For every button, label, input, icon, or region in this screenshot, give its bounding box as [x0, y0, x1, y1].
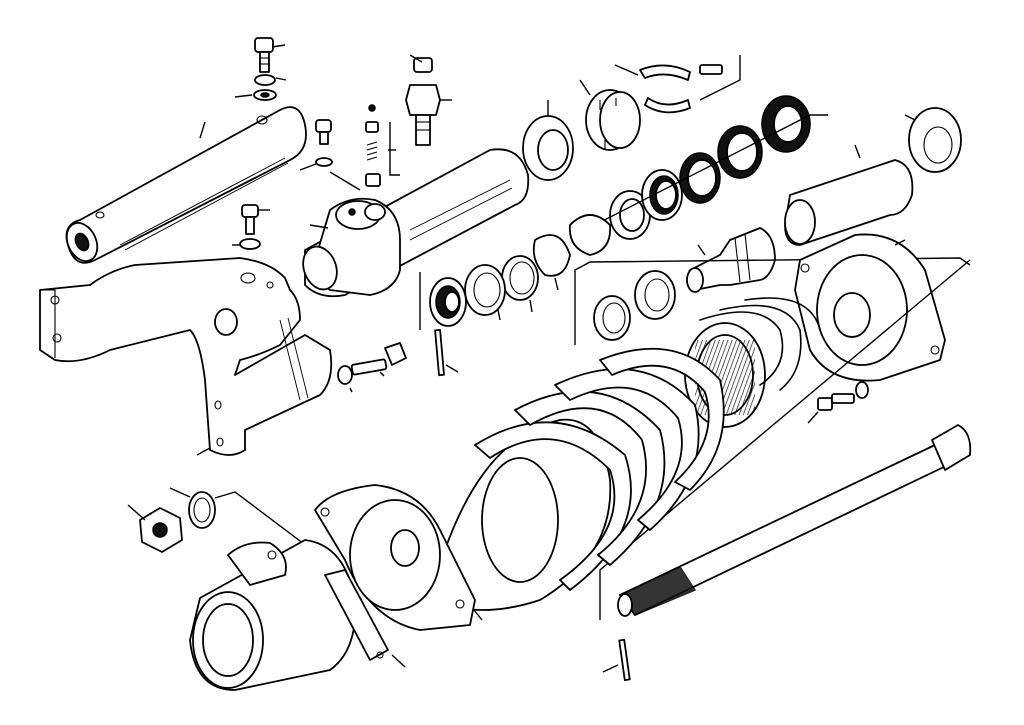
clamp-halves	[614, 55, 741, 114]
piston-tube	[784, 144, 914, 246]
snap-rings	[464, 214, 612, 316]
bolt-arm	[232, 204, 270, 250]
pivot-shaft	[65, 106, 307, 264]
bearing-cup	[522, 100, 574, 181]
pin-bolt-middle	[337, 329, 459, 393]
main-spring	[429, 347, 725, 611]
bolt-middle-right	[807, 381, 869, 424]
mounting-bracket	[39, 257, 333, 456]
long-bolt	[599, 259, 972, 620]
nut-lower	[127, 487, 216, 553]
lower-housing	[189, 539, 406, 691]
bolt-top	[234, 37, 287, 101]
grease-fitting	[405, 54, 452, 146]
bush-pair	[574, 257, 971, 345]
cylinder-housing	[302, 148, 530, 298]
flange-plate-right	[794, 233, 946, 382]
flange-plate-left	[214, 484, 483, 631]
needle-bearing	[429, 277, 467, 327]
stepped-shaft	[686, 227, 776, 293]
split-pin	[602, 638, 631, 681]
slotted-ring	[579, 79, 641, 151]
inner-spring	[684, 297, 821, 428]
end-cap	[904, 107, 962, 173]
small-bolt-set	[299, 104, 396, 191]
